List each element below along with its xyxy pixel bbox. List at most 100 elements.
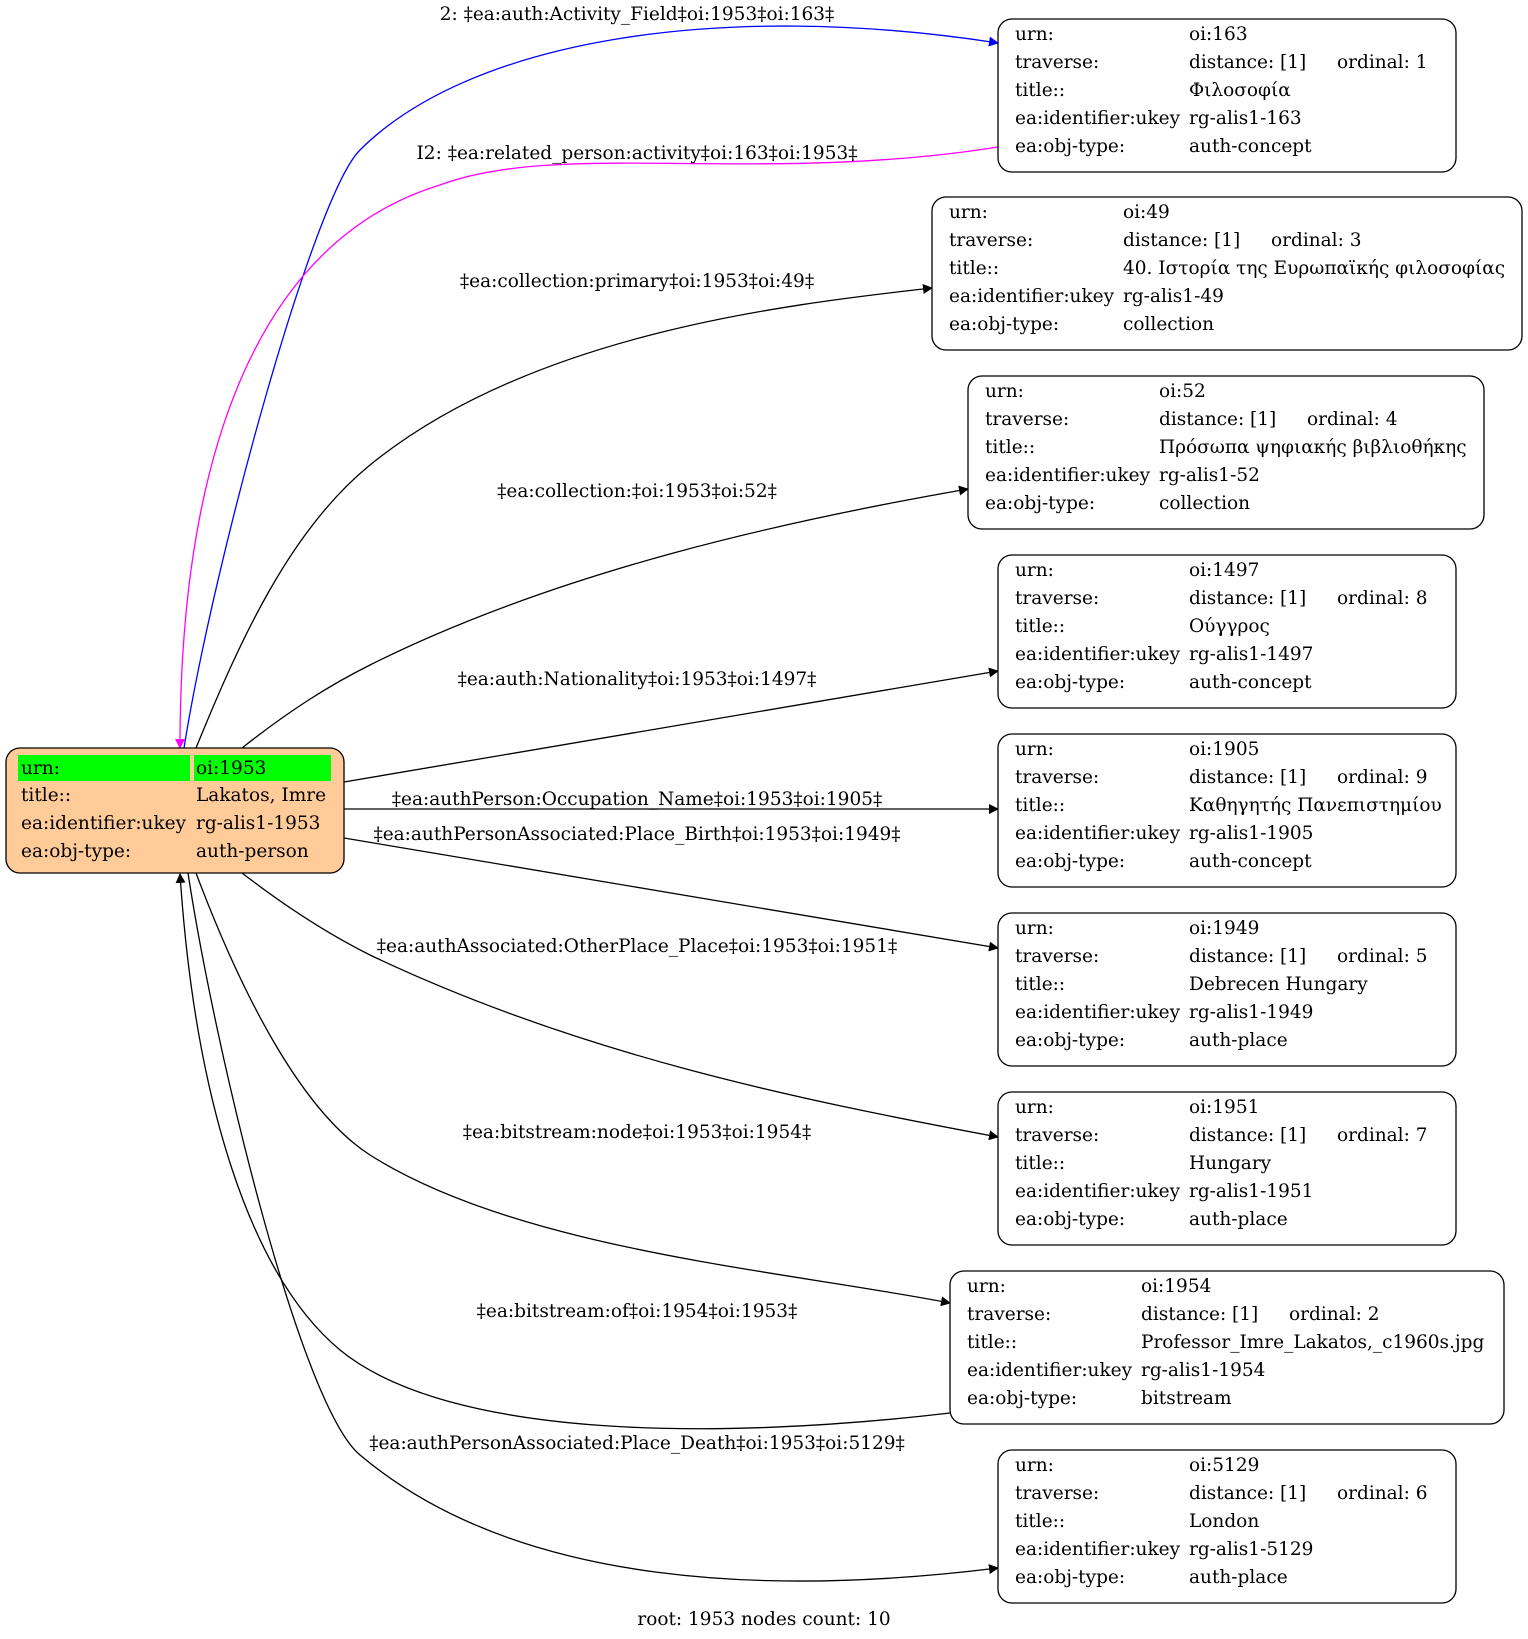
node-urn-value: oi:163 — [1189, 24, 1248, 45]
node-card-border — [997, 554, 1457, 709]
node-traverse-key: traverse: — [1015, 588, 1099, 609]
node-urn-key: urn: — [1015, 1455, 1054, 1476]
node-urn-value: oi:1497 — [1189, 560, 1259, 581]
edge-collection-primary — [195, 284, 933, 749]
edge-collection — [241, 485, 969, 749]
node-card-border — [997, 1449, 1457, 1604]
node-type-key: ea:obj-type: — [949, 314, 1059, 335]
root-title-key: title:: — [21, 785, 71, 806]
edge-label: ‡ea:collection:‡oi:1953‡oi:52‡ — [497, 481, 777, 502]
node-ukey-key: ea:identifier:ukey — [1015, 1002, 1181, 1023]
node-ukey-key: ea:identifier:ukey — [1015, 823, 1181, 844]
node-urn-key: urn: — [949, 202, 988, 223]
edge-label: ‡ea:auth:Nationality‡oi:1953‡oi:1497‡ — [458, 669, 817, 690]
node-ukey-key: ea:identifier:ukey — [1015, 644, 1181, 665]
node-title-key: title:: — [1015, 974, 1065, 995]
node-card[interactable]: urn: oi:49 traverse: distance: [1] ordinal: … — [931, 196, 1523, 351]
node-ukey-value: rg-alis1-1497 — [1189, 644, 1313, 665]
node-type-key: ea:obj-type: — [1015, 136, 1125, 157]
edge-label: ‡ea:bitstream:of‡oi:1954‡oi:1953‡ — [477, 1301, 798, 1322]
node-urn-key: urn: — [1015, 918, 1054, 939]
highlight-cell — [194, 755, 331, 781]
node-ordinal-value: ordinal: 3 — [1271, 230, 1362, 251]
node-title-key: title:: — [1015, 80, 1065, 101]
node-traverse-key: traverse: — [1015, 1483, 1099, 1504]
node-ordinal-value: ordinal: 1 — [1337, 52, 1428, 73]
node-title-value: Debrecen Hungary — [1189, 974, 1368, 995]
node-ukey-value: rg-alis1-49 — [1123, 286, 1224, 307]
node-ukey-value: rg-alis1-5129 — [1189, 1539, 1313, 1560]
node-ordinal-value: ordinal: 5 — [1337, 946, 1428, 967]
node-card-border — [997, 18, 1457, 173]
edge-activity-field — [183, 25, 999, 749]
node-distance-value: distance: [1] — [1189, 52, 1306, 73]
node-ukey-key: ea:identifier:ukey — [1015, 108, 1181, 129]
node-ordinal-value: ordinal: 8 — [1337, 588, 1428, 609]
edge-nationality — [343, 667, 999, 783]
node-ukey-key: ea:identifier:ukey — [1015, 1181, 1181, 1202]
node-title-value: Professor_Imre_Lakatos,_c1960s.jpg — [1141, 1332, 1484, 1353]
target-nodes: urn: oi:163 traverse: distance: [1] ordinal:… — [931, 18, 1523, 1604]
node-urn-key: urn: — [967, 1276, 1006, 1297]
node-title-value: Ούγγρος — [1189, 616, 1270, 637]
node-title-value: Φιλοσοφία — [1189, 80, 1291, 101]
node-urn-value: oi:49 — [1123, 202, 1170, 223]
edge-label: 2: ‡ea:auth:Activity_Field‡oi:1953‡oi:16… — [440, 4, 835, 25]
node-distance-value: distance: [1] — [1189, 767, 1306, 788]
edge-label: ‡ea:authAssociated:OtherPlace_Place‡oi:1… — [377, 936, 897, 957]
node-type-value: auth-concept — [1189, 851, 1312, 872]
node-type-value: collection — [1123, 314, 1214, 335]
node-title-key: title:: — [1015, 1511, 1065, 1532]
node-urn-key: urn: — [1015, 1097, 1054, 1118]
root-urn-key: urn: — [21, 758, 60, 779]
edge-label: I2: ‡ea:related_person:activity‡oi:163‡o… — [417, 143, 858, 164]
highlight-cell — [18, 755, 190, 781]
node-type-key: ea:obj-type: — [1015, 672, 1125, 693]
edge-label: ‡ea:collection:primary‡oi:1953‡oi:49‡ — [460, 271, 814, 292]
node-title-key: title:: — [1015, 795, 1065, 816]
node-ordinal-value: ordinal: 9 — [1337, 767, 1428, 788]
node-traverse-key: traverse: — [985, 409, 1069, 430]
edge-place-death — [187, 872, 999, 1582]
node-type-value: auth-concept — [1189, 136, 1312, 157]
node-title-key: title:: — [1015, 1153, 1065, 1174]
node-distance-value: distance: [1] — [1123, 230, 1240, 251]
node-urn-key: urn: — [1015, 739, 1054, 760]
node-title-key: title:: — [967, 1332, 1017, 1353]
node-urn-value: oi:1951 — [1189, 1097, 1259, 1118]
node-traverse-key: traverse: — [949, 230, 1033, 251]
edge-labels: 2: ‡ea:auth:Activity_Field‡oi:1953‡oi:16… — [369, 4, 905, 1454]
node-distance-value: distance: [1] — [1189, 1125, 1306, 1146]
node-title-key: title:: — [985, 437, 1035, 458]
node-urn-key: urn: — [1015, 24, 1054, 45]
node-type-value: auth-place — [1189, 1567, 1288, 1588]
root-node[interactable]: urn: oi:1953 title:: Lakatos, Imre ea:id… — [5, 747, 345, 874]
node-ukey-value: rg-alis1-1951 — [1189, 1181, 1313, 1202]
node-title-key: title:: — [1015, 616, 1065, 637]
node-title-value: Πρόσωπα ψηφιακής βιβλιοθήκης — [1159, 437, 1467, 458]
node-card-border — [967, 375, 1485, 530]
node-type-value: auth-place — [1189, 1209, 1288, 1230]
node-distance-value: distance: [1] — [1189, 588, 1306, 609]
node-traverse-key: traverse: — [1015, 767, 1099, 788]
node-type-key: ea:obj-type: — [967, 1388, 1077, 1409]
node-title-key: title:: — [949, 258, 999, 279]
edge-label: ‡ea:authPersonAssociated:Place_Death‡oi:… — [369, 1433, 905, 1454]
node-type-key: ea:obj-type: — [1015, 1030, 1125, 1051]
edge-label: ‡ea:authPersonAssociated:Place_Birth‡oi:… — [373, 824, 900, 845]
node-urn-value: oi:1949 — [1189, 918, 1259, 939]
node-distance-value: distance: [1] — [1159, 409, 1276, 430]
node-urn-value: oi:1905 — [1189, 739, 1259, 760]
node-card[interactable]: urn: oi:1905 traverse: distance: [1] ordinal… — [997, 733, 1457, 888]
node-ukey-value: rg-alis1-1905 — [1189, 823, 1313, 844]
edges — [175, 25, 999, 1582]
node-type-value: auth-place — [1189, 1030, 1288, 1051]
